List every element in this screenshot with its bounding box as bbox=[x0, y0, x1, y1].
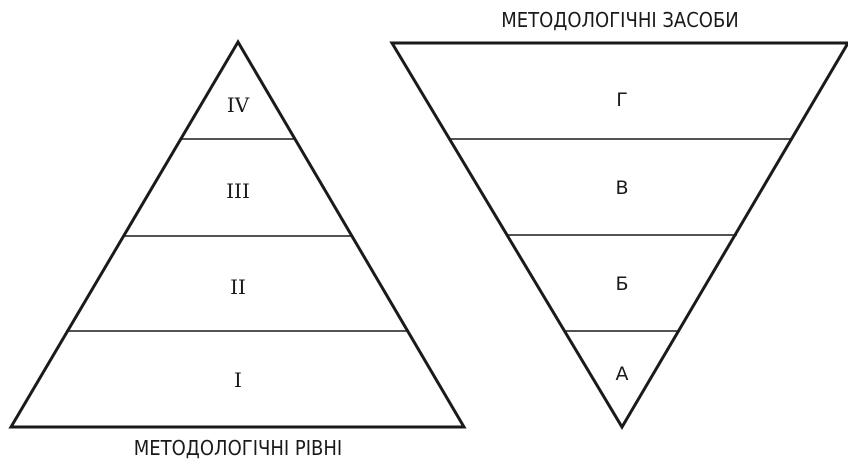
level-label-i: I bbox=[234, 368, 242, 392]
level-label-ii: II bbox=[230, 275, 246, 299]
level-label-iv: IV bbox=[227, 93, 250, 117]
means-caption: МЕТОДОЛОГІЧНІ ЗАСОБИ bbox=[501, 8, 739, 32]
means-label-g: Г bbox=[616, 89, 628, 111]
means-pyramid: Г В Б А МЕТОДОЛОГІЧНІ ЗАСОБИ bbox=[389, 8, 848, 430]
level-label-iii: III bbox=[226, 179, 250, 203]
means-label-a: А bbox=[616, 363, 629, 385]
means-label-v: В bbox=[615, 177, 628, 199]
levels-pyramid: IV III II I МЕТОДОЛОГІЧНІ РІВНІ bbox=[8, 39, 467, 460]
means-label-b: Б bbox=[615, 273, 628, 295]
levels-caption: МЕТОДОЛОГІЧНІ РІВНІ bbox=[134, 436, 342, 460]
